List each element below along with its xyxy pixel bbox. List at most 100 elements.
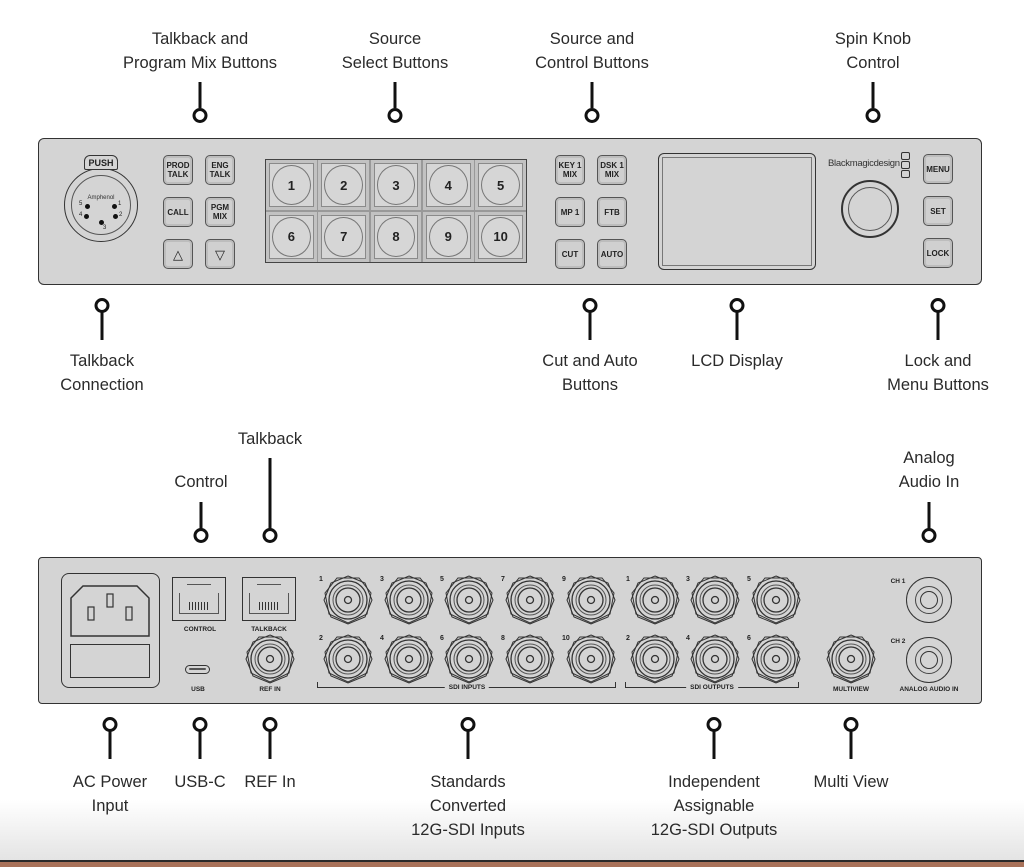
lock-button[interactable]: LOCK: [923, 238, 953, 268]
source-button-10[interactable]: 10: [475, 211, 526, 262]
source-button-1[interactable]: 1: [266, 160, 317, 211]
sdi-output-3[interactable]: [690, 575, 740, 625]
analog-audio-ch2-jack[interactable]: [906, 637, 952, 683]
leader-dot: [706, 717, 722, 732]
ref-in-connector[interactable]: [245, 634, 295, 684]
callout-text-line: 12G-SDI Outputs: [650, 821, 778, 839]
sdi-input-10[interactable]: [566, 634, 616, 684]
callout-text-line: Lock and: [904, 352, 972, 370]
lcd-display: [658, 153, 816, 270]
talkback-xlr-connector[interactable]: Amphenol 5 1 4 2 3: [64, 168, 138, 242]
callout-text-line: Source: [368, 30, 422, 48]
cut-button[interactable]: CUT: [555, 239, 585, 269]
status-leds: [901, 152, 910, 179]
callout-text-line: USB-C: [174, 773, 226, 791]
control-ethernet-port[interactable]: [172, 577, 226, 621]
sdi-input-4[interactable]: [384, 634, 434, 684]
talkback-ethernet-port[interactable]: [242, 577, 296, 621]
leader-dot: [582, 298, 598, 313]
xlr-pin-label: 5: [79, 201, 83, 207]
leader-line: [849, 729, 853, 759]
xlr-pin-label: 3: [103, 225, 107, 231]
call-button[interactable]: CALL: [163, 197, 193, 227]
port-number: 9: [562, 576, 566, 583]
ftb-button[interactable]: FTB: [597, 197, 627, 227]
bottom-bar: [0, 860, 1024, 867]
bnc-connector-icon: [245, 634, 295, 684]
bnc-connector-icon: [323, 575, 373, 625]
multiview-output[interactable]: [826, 634, 876, 684]
sdi-output-2[interactable]: [630, 634, 680, 684]
dsk1-mix-button[interactable]: DSK 1 MIX: [597, 155, 627, 185]
spin-knob[interactable]: [841, 180, 899, 238]
key1-mix-button[interactable]: KEY 1 MIX: [555, 155, 585, 185]
callout-text-line: Program Mix Buttons: [122, 54, 278, 72]
source-button-3[interactable]: 3: [370, 160, 422, 211]
sdi-input-5[interactable]: [444, 575, 494, 625]
sdi-input-8[interactable]: [505, 634, 555, 684]
port-number: 5: [440, 576, 444, 583]
bnc-connector-icon: [444, 575, 494, 625]
auto-button[interactable]: AUTO: [597, 239, 627, 269]
source-button-8[interactable]: 8: [370, 211, 422, 262]
leader-line: [590, 82, 594, 108]
sdi-output-5[interactable]: [751, 575, 801, 625]
xlr-pin: [84, 214, 89, 219]
down-arrow-button[interactable]: ▽: [205, 239, 235, 269]
port-number: 4: [686, 635, 690, 642]
leader-dot: [94, 298, 110, 313]
mp1-button[interactable]: MP 1: [555, 197, 585, 227]
callout-text-line: Source and: [549, 30, 635, 48]
sdi-output-1[interactable]: [630, 575, 680, 625]
brand-logo: Blackmagicdesign: [828, 158, 900, 169]
menu-button[interactable]: MENU: [923, 154, 953, 184]
sdi-input-2[interactable]: [323, 634, 373, 684]
source-button-label: 10: [493, 229, 508, 245]
leader-line: [712, 729, 716, 759]
pgm-mix-button[interactable]: PGM MIX: [205, 197, 235, 227]
sdi-output-4[interactable]: [690, 634, 740, 684]
sdi-input-6[interactable]: [444, 634, 494, 684]
analog-audio-ch1-jack[interactable]: [906, 577, 952, 623]
set-button[interactable]: SET: [923, 196, 953, 226]
bnc-connector-icon: [505, 634, 555, 684]
bnc-connector-icon: [384, 634, 434, 684]
source-button-9[interactable]: 9: [422, 211, 474, 262]
bnc-connector-icon: [505, 575, 555, 625]
leader-line: [871, 82, 875, 108]
sdi-output-6[interactable]: [751, 634, 801, 684]
source-button-2[interactable]: 2: [318, 160, 370, 211]
leader-dot: [921, 528, 937, 543]
source-button-7[interactable]: 7: [318, 211, 370, 262]
callout-text-line: Assignable: [673, 797, 755, 815]
ac-power-input[interactable]: [61, 573, 160, 688]
bnc-connector-icon: [384, 575, 434, 625]
leader-dot: [930, 298, 946, 313]
prod-talk-button[interactable]: PROD TALK: [163, 155, 193, 185]
usb-c-port[interactable]: [185, 665, 210, 674]
source-button-4[interactable]: 4: [422, 160, 474, 211]
callout-label-control: Control: [174, 470, 227, 494]
sdi-input-7[interactable]: [505, 575, 555, 625]
source-button-6[interactable]: 6: [266, 211, 317, 262]
source-button-5[interactable]: 5: [475, 160, 526, 211]
up-arrow-button[interactable]: △: [163, 239, 193, 269]
sdi-input-1[interactable]: [323, 575, 373, 625]
leader-dot: [584, 108, 600, 123]
callout-text-line: Audio In: [898, 473, 960, 491]
sdi-input-3[interactable]: [384, 575, 434, 625]
bnc-connector-icon: [444, 634, 494, 684]
leader-line: [735, 310, 739, 340]
callout-text-line: Select Buttons: [341, 54, 449, 72]
eng-talk-button[interactable]: ENG TALK: [205, 155, 235, 185]
sdi-input-9[interactable]: [566, 575, 616, 625]
callout-text-line: 12G-SDI Inputs: [411, 821, 525, 839]
leader-dot: [192, 108, 208, 123]
leader-line: [100, 310, 104, 340]
